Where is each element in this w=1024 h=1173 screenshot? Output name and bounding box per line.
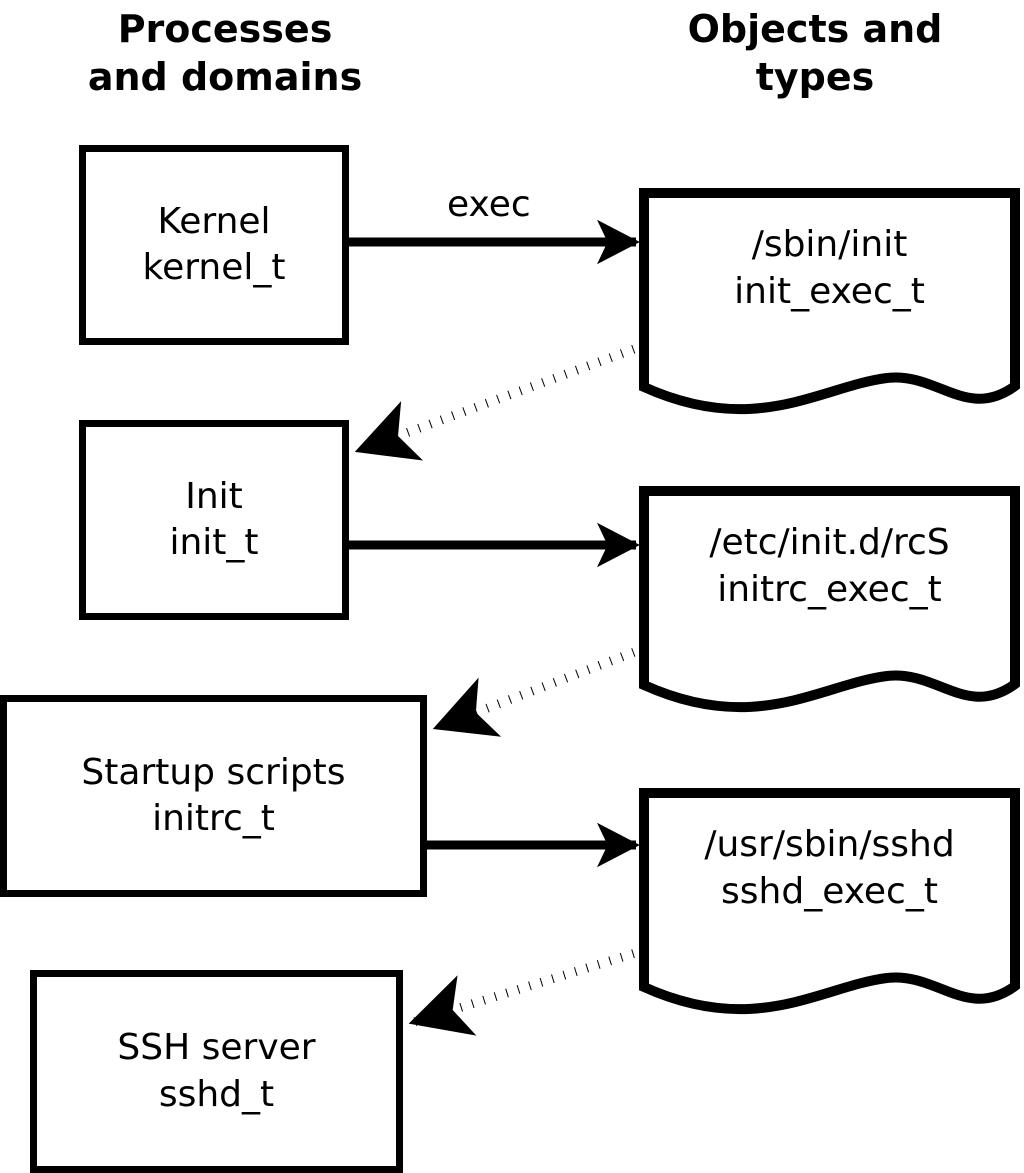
process-name: Startup scripts	[81, 751, 346, 793]
object-doc-etc-initd-rcs[interactable]	[637, 484, 1022, 729]
object-path: /etc/init.d/rcS	[709, 522, 950, 563]
process-type: kernel_t	[142, 247, 286, 288]
object-doc-label-sbin-init: /sbin/init init_exec_t	[641, 222, 1018, 316]
process-type: sshd_t	[158, 1073, 275, 1115]
column-header-processes: Processes and domains	[87, 7, 363, 99]
process-box-startup-scripts[interactable]: Startup scripts initrc_t	[0, 695, 427, 897]
edge-init-exec-to-init-domain	[354, 340, 647, 461]
process-type: init_t	[169, 522, 259, 563]
object-doc-sbin-init[interactable]	[637, 186, 1022, 431]
object-doc-label-usr-sbin-sshd: /usr/sbin/sshd sshd_exec_t	[641, 822, 1018, 916]
object-type: init_exec_t	[734, 270, 925, 312]
process-type: initrc_t	[152, 798, 275, 839]
process-box-ssh-server[interactable]: SSH server sshd_t	[30, 970, 403, 1173]
object-doc-usr-sbin-sshd[interactable]	[637, 786, 1022, 1031]
object-type: sshd_exec_t	[721, 870, 938, 912]
object-type: initrc_exec_t	[717, 568, 942, 610]
process-name: SSH server	[117, 1027, 316, 1069]
edge-sshd-exec-to-sshd-domain	[408, 945, 647, 1036]
column-header-objects: Objects and types	[687, 7, 943, 99]
process-box-kernel[interactable]: Kernel kernel_t	[79, 145, 349, 345]
object-path: /usr/sbin/sshd	[704, 824, 955, 865]
process-name: Kernel	[157, 200, 271, 242]
process-box-init[interactable]: Init init_t	[79, 420, 349, 620]
object-path: /sbin/init	[751, 224, 908, 265]
process-name: Init	[185, 475, 243, 517]
edge-initrc-exec-to-initrc-domain	[432, 643, 647, 737]
edge-label-exec: exec	[447, 184, 531, 225]
object-doc-label-etc-initd-rcs: /etc/init.d/rcS initrc_exec_t	[641, 520, 1018, 614]
